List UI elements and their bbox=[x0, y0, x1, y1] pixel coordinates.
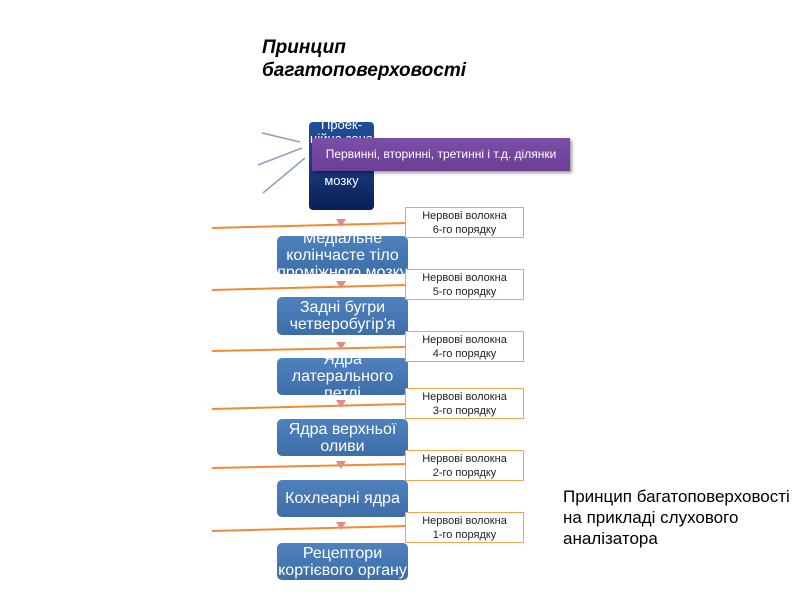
level-label: Рецептори кортієвого органу bbox=[278, 544, 407, 579]
level-box-6: Медіальне колінчасте тіло проміжного моз… bbox=[277, 236, 408, 274]
arrow-down-icon bbox=[336, 522, 346, 530]
level-box-5: Задні бугри четверобугір'я bbox=[277, 297, 408, 335]
arrow-down-icon bbox=[336, 400, 346, 408]
fiber-line bbox=[211, 525, 408, 532]
fiber-line bbox=[211, 284, 408, 291]
arrow-down-icon bbox=[336, 342, 346, 350]
level-box-3: Ядра верхньої оливи bbox=[277, 419, 408, 456]
fiber-line2: 3-го порядку bbox=[432, 405, 497, 417]
fiber-line2: 4-го порядку bbox=[432, 348, 497, 360]
fan-line bbox=[257, 147, 303, 166]
fiber-line bbox=[211, 222, 408, 229]
fiber-line1: Нервові волокна bbox=[422, 272, 507, 284]
fiber-line2: 2-го порядку bbox=[432, 467, 497, 479]
level-label: Ядра латерального петлі bbox=[291, 358, 394, 395]
level-label: Кохлеарні ядра bbox=[285, 490, 400, 507]
level-label: Задні бугри четверобугір'я bbox=[289, 299, 396, 333]
arrow-down-icon bbox=[336, 219, 346, 227]
fan-line bbox=[261, 132, 301, 143]
fiber-line2: 6-го порядку bbox=[432, 224, 497, 236]
level-box-1: Рецептори кортієвого органу bbox=[277, 543, 408, 580]
fiber-line1: Нервові волокна bbox=[422, 334, 507, 346]
fiber-label-5: Нервові волокна 5-го порядку bbox=[405, 269, 524, 300]
cortex-areas-label: Первинні, вторинні, третинні і т.д. діля… bbox=[312, 138, 570, 171]
arrow-down-icon bbox=[336, 281, 346, 289]
fiber-line2: 5-го порядку bbox=[432, 286, 497, 298]
fiber-line1: Нервові волокна bbox=[422, 391, 507, 403]
fiber-line1: Нервові волокна bbox=[422, 453, 507, 465]
fiber-label-3: Нервові волокна 3-го порядку bbox=[405, 388, 524, 419]
level-label: Ядра верхньої оливи bbox=[288, 420, 397, 455]
fiber-line bbox=[211, 346, 408, 352]
level-box-4: Ядра латерального петлі bbox=[277, 358, 408, 395]
level-label: Медіальне колінчасте тіло проміжного моз… bbox=[277, 236, 408, 274]
side-caption: Принцип багатоповерховості на прикладі с… bbox=[563, 487, 790, 548]
fiber-line bbox=[211, 403, 408, 410]
fiber-label-6: Нервові волокна 6-го порядку bbox=[405, 207, 524, 238]
fiber-label-1: Нервові волокна 1-го порядку bbox=[405, 512, 524, 543]
page-title: Принцип багатоповерховості bbox=[262, 37, 466, 81]
level-box-2: Кохлеарні ядра bbox=[277, 480, 408, 517]
arrow-down-icon bbox=[336, 461, 346, 469]
fiber-line2: 1-го порядку bbox=[432, 529, 497, 541]
fiber-line1: Нервові волокна bbox=[422, 210, 507, 222]
fiber-label-2: Нервові волокна 2-го порядку bbox=[405, 450, 524, 481]
fan-line bbox=[262, 157, 306, 194]
fiber-label-4: Нервові волокна 4-го порядку bbox=[405, 331, 524, 362]
fiber-line bbox=[211, 463, 408, 469]
fiber-line1: Нервові волокна bbox=[422, 515, 507, 527]
